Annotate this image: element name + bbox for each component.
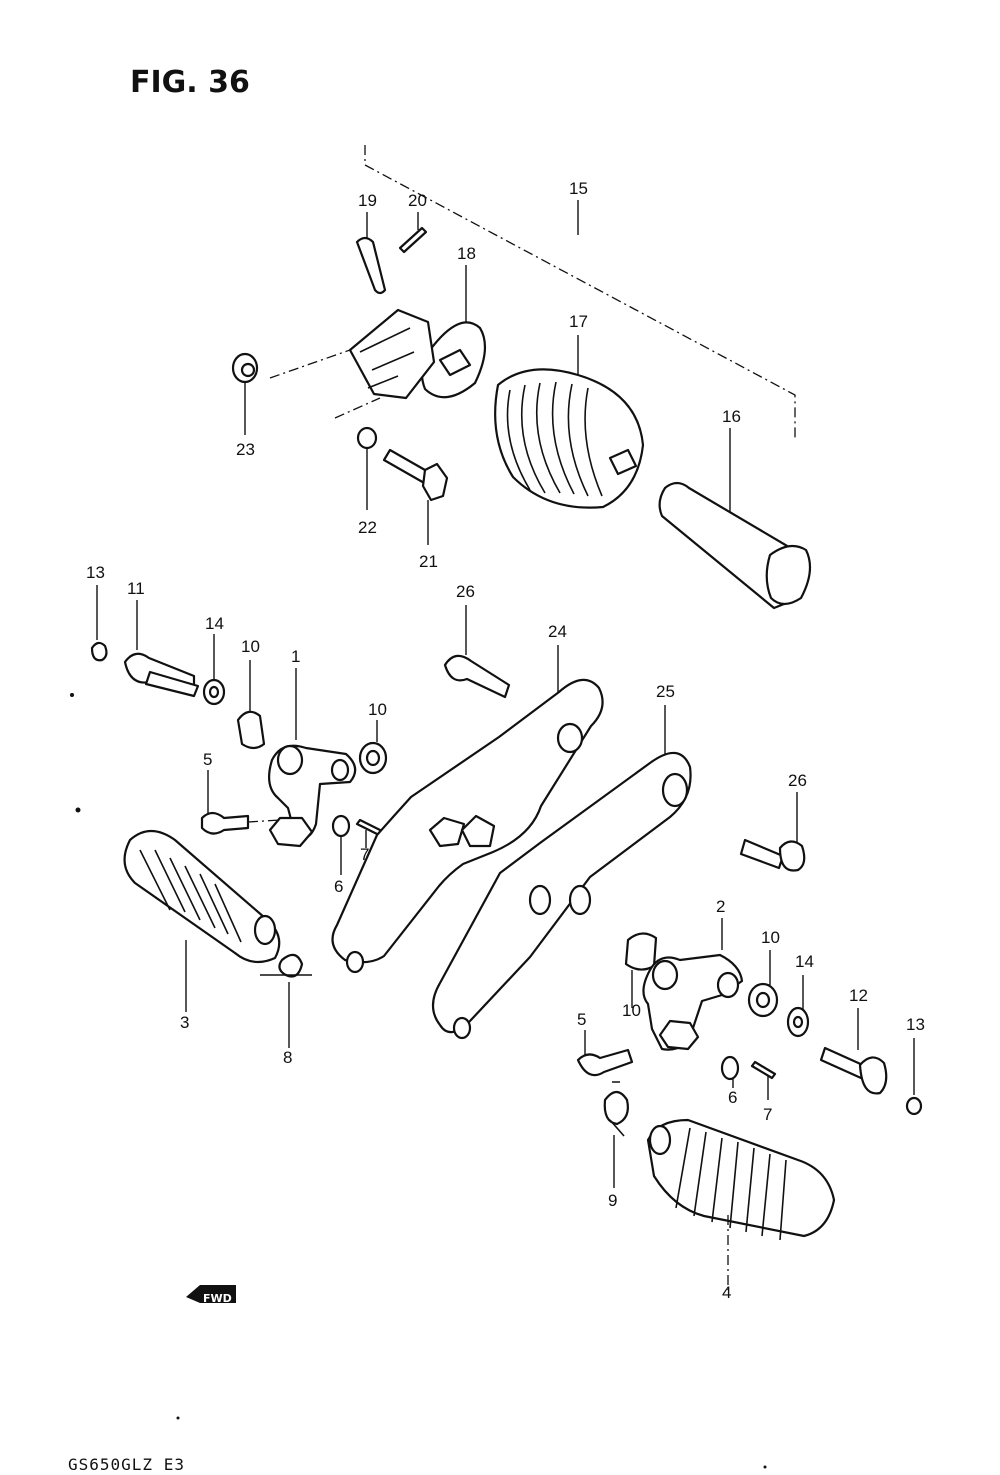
part-5-pin-left	[200, 770, 281, 835]
callout-14-right: 14	[795, 952, 814, 971]
figure-title: FIG. 36	[130, 65, 250, 100]
callout-24: 24	[548, 622, 567, 641]
callout-9: 9	[608, 1191, 617, 1210]
part-1-footrest-bracket	[267, 668, 357, 848]
part-3-footpeg-left	[123, 829, 281, 1012]
callout-16: 16	[722, 407, 741, 426]
part-8-spring-left	[260, 953, 312, 1048]
callout-7-left: 7	[360, 845, 369, 864]
part-18-plate	[420, 265, 487, 399]
callout-25: 25	[656, 682, 675, 701]
callout-labels: 15 19 20 18 17 16 23 22 21 13 11 26 24 1…	[86, 179, 925, 1302]
footrest-holder-bracket	[269, 308, 436, 419]
callout-10-left-a: 10	[241, 637, 260, 656]
callout-10-right-b: 10	[761, 928, 780, 947]
part-14-washer-left	[202, 634, 226, 706]
callout-2: 2	[716, 897, 725, 916]
part-16-pin-shaft	[658, 428, 812, 610]
callout-4: 4	[722, 1283, 731, 1302]
callout-17: 17	[569, 312, 588, 331]
callout-1: 1	[291, 647, 300, 666]
assembly-15-group	[231, 145, 812, 610]
callout-5-left: 5	[203, 750, 212, 769]
callout-15: 15	[569, 179, 588, 198]
right-footrest-group	[576, 918, 923, 1290]
part-23-nut	[231, 352, 259, 435]
part-25-side-plate	[431, 705, 692, 1040]
fwd-label: FWD	[203, 1292, 232, 1305]
callout-26-top: 26	[456, 582, 475, 601]
part-11-bolt	[123, 600, 200, 698]
callout-8: 8	[283, 1048, 292, 1067]
callout-21: 21	[419, 552, 438, 571]
callout-12: 12	[849, 986, 868, 1005]
callout-18: 18	[457, 244, 476, 263]
callout-5-right: 5	[577, 1010, 586, 1029]
part-6-washer-left	[331, 814, 351, 875]
part-10-collar-left-a	[236, 660, 266, 750]
callout-22: 22	[358, 518, 377, 537]
callout-3: 3	[180, 1013, 189, 1032]
part-21-bolt	[382, 448, 449, 545]
part-22-washer	[356, 426, 378, 510]
callout-13-left: 13	[86, 563, 105, 582]
callout-20: 20	[408, 191, 427, 210]
callout-13-right: 13	[906, 1015, 925, 1034]
part-24-side-plate	[331, 645, 604, 974]
callout-10-right-a: 10	[622, 1001, 641, 1020]
part-7-cotter-pin-right	[750, 1060, 777, 1100]
callout-6-left: 6	[334, 877, 343, 896]
left-footrest-group	[90, 585, 388, 1048]
part-4-footpeg-right	[646, 1118, 836, 1290]
part-19-pin	[355, 212, 387, 295]
part-20-cotter-pin	[398, 212, 428, 254]
callout-10-left-b: 10	[368, 700, 387, 719]
part-6-washer-right	[720, 1055, 740, 1088]
part-26-bolt-b	[739, 792, 806, 872]
part-9-spring-right	[603, 1081, 629, 1188]
part-17-footpeg-rubber	[494, 335, 645, 509]
callout-26-right: 26	[788, 771, 807, 790]
assembly-15-bracket	[364, 145, 796, 438]
callout-11: 11	[127, 579, 145, 598]
part-10-collar-left-b	[358, 720, 388, 775]
part-13-circlip-right	[905, 1038, 923, 1116]
callout-23: 23	[236, 440, 255, 459]
callout-6-right: 6	[728, 1088, 737, 1107]
callout-7-right: 7	[763, 1105, 772, 1124]
side-plates-group	[331, 605, 806, 1040]
callout-19: 19	[358, 191, 377, 210]
part-12-bolt	[819, 1008, 888, 1095]
part-5-pin-right	[576, 1030, 634, 1077]
part-26-bolt-a	[443, 605, 511, 699]
part-14-washer-right	[786, 975, 810, 1038]
model-code: GS650GLZ E3	[68, 1455, 185, 1474]
part-13-circlip-left	[90, 585, 108, 662]
part-2-footrest-bracket	[642, 918, 744, 1051]
callout-14-left: 14	[205, 614, 224, 633]
part-10-collar-right-b	[747, 950, 779, 1018]
fwd-direction-mark: FWD	[186, 1285, 236, 1305]
